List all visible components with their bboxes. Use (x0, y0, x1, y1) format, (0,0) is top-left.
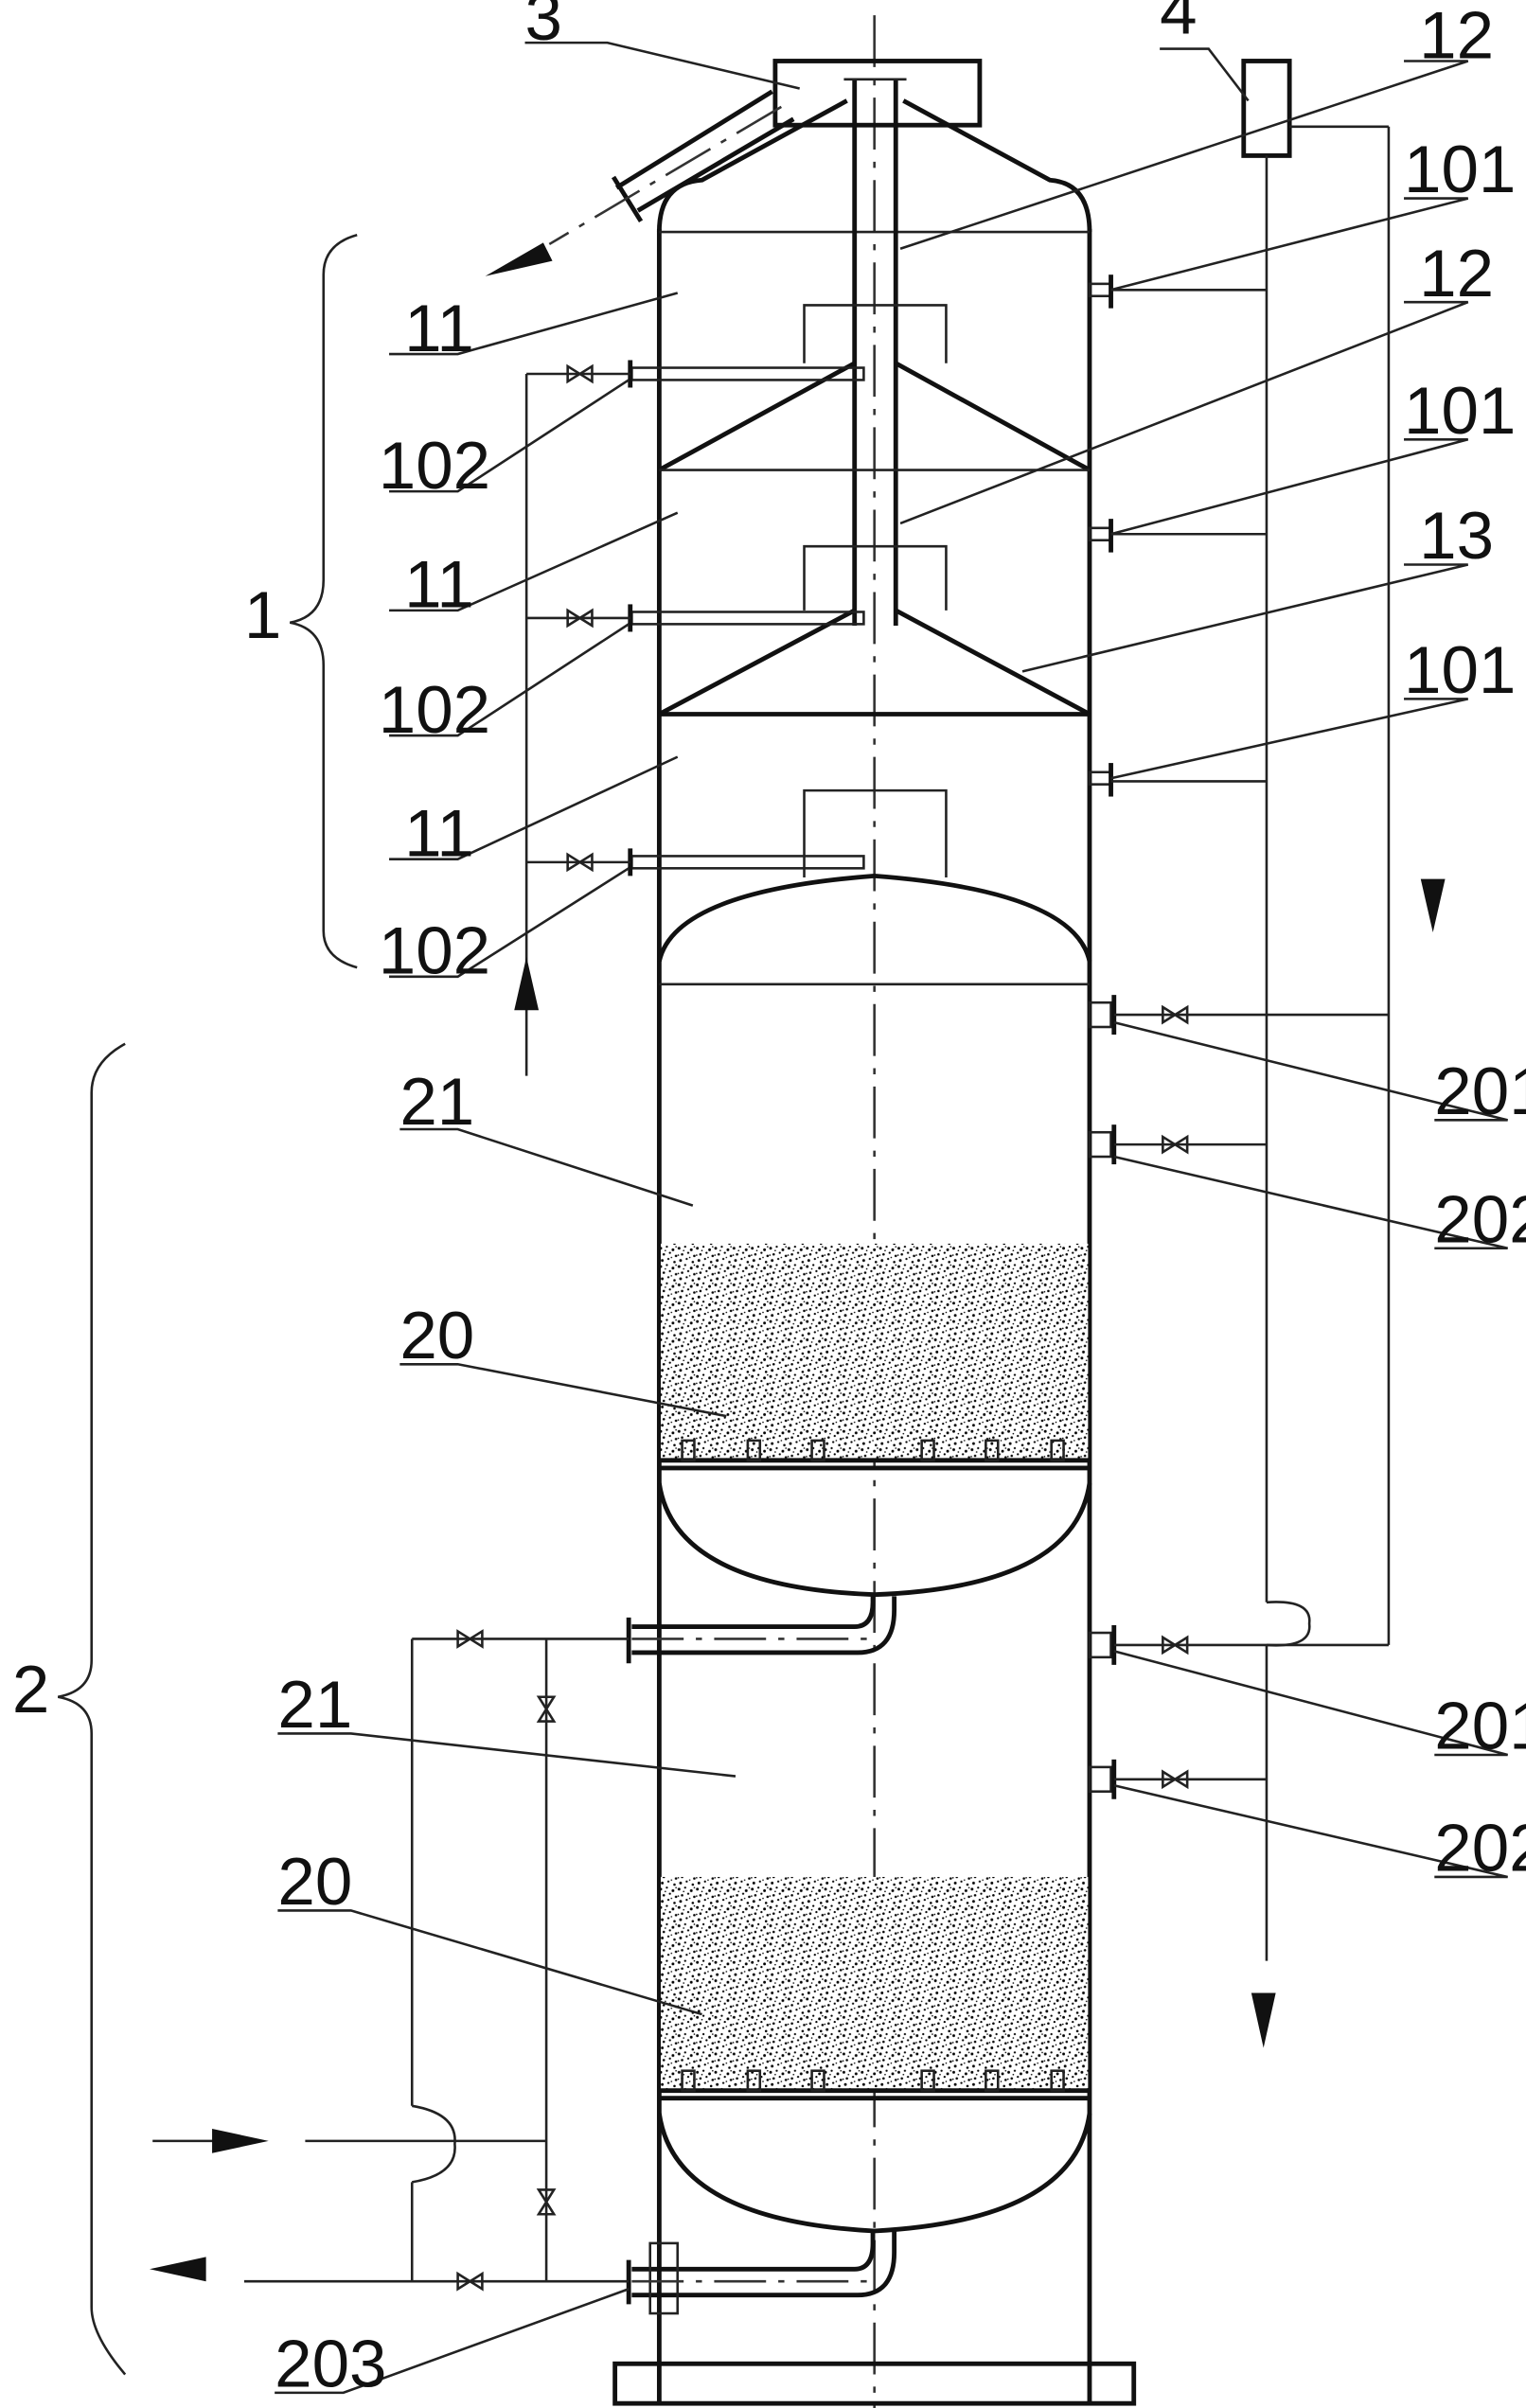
label-3: 3 (525, 0, 562, 55)
catalyst-bed-upper (660, 1243, 1089, 1461)
brace-section-2 (58, 1042, 127, 2376)
label-102-mid: 102 (379, 673, 490, 748)
upper-reactor-section (656, 873, 1092, 1598)
label-201-lower: 201 (1434, 1690, 1526, 1764)
label-21-upper: 21 (399, 1065, 474, 1140)
label-12-mid: 12 (1419, 237, 1494, 311)
label-202-upper: 202 (1434, 1182, 1526, 1257)
right-piping (1088, 59, 1446, 2048)
upper-hood (803, 788, 948, 877)
leader-lines (275, 41, 1508, 2395)
label-13: 13 (1419, 499, 1494, 574)
label-12-top: 12 (1419, 0, 1494, 73)
outlet-pipe-3 (485, 89, 795, 276)
label-101-top: 101 (1404, 133, 1516, 207)
label-201-upper: 201 (1434, 1054, 1526, 1129)
central-pipe (843, 78, 907, 626)
label-4: 4 (1160, 0, 1197, 48)
label-203: 203 (275, 2327, 386, 2401)
catalyst-bed-lower (660, 1876, 1089, 2091)
label-101-mid: 101 (1404, 374, 1516, 449)
label-21-lower: 21 (277, 1668, 352, 1743)
label-101-bottom: 101 (1404, 633, 1516, 708)
label-102-bottom: 102 (379, 914, 490, 989)
label-202-lower: 202 (1434, 1812, 1526, 1886)
label-20-upper: 20 (399, 1299, 474, 1373)
label-11-bottom: 11 (404, 796, 474, 871)
inlet-nozzles-102 (514, 360, 865, 1076)
label-11-top: 11 (404, 292, 474, 366)
lower-reactor-section (656, 1876, 1092, 2234)
cone-baffle-2 (658, 544, 1091, 717)
label-20-lower: 20 (277, 1845, 352, 1920)
tower-shell (612, 59, 1137, 2406)
label-1: 1 (244, 578, 281, 653)
label-2: 2 (12, 1653, 49, 1727)
label-102-top: 102 (379, 429, 490, 504)
label-11-mid: 11 (404, 548, 474, 623)
labels: 3 4 12 101 12 101 13 101 11 102 11 1 102… (12, 0, 1526, 2401)
lower-left-piping (149, 1596, 897, 2315)
brace-section-1 (290, 234, 358, 969)
